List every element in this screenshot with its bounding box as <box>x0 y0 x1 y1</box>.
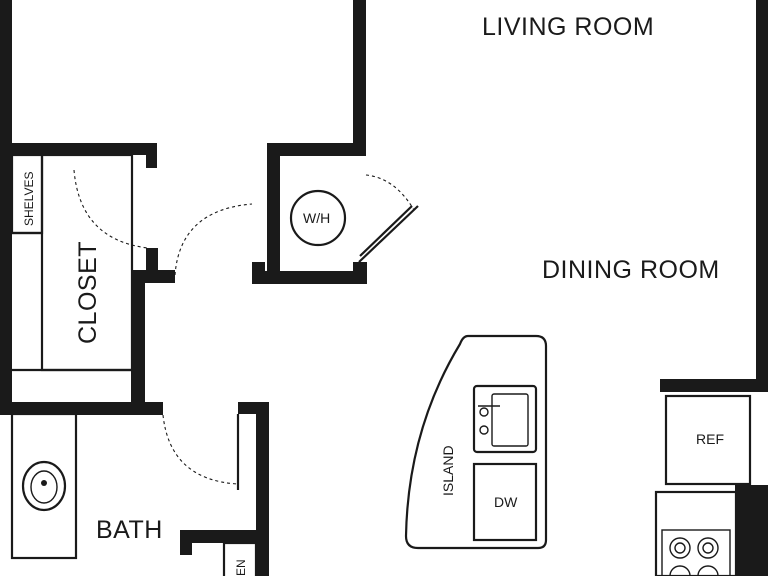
wall-wh-left <box>267 143 280 284</box>
wall-right-exterior <box>756 0 768 392</box>
wh-door-leaf-2 <box>359 205 413 257</box>
wall-closet-right <box>131 270 145 410</box>
closet-label: CLOSET <box>74 241 102 344</box>
bath-vanity <box>10 412 78 560</box>
refrigerator-label: REF <box>696 431 724 447</box>
wall-bath-right-vert <box>256 402 269 576</box>
water-heater-label: W/H <box>303 210 330 226</box>
wh-door-swing <box>365 174 415 211</box>
wall-bedroom-living <box>353 0 366 156</box>
wall-left-exterior <box>0 0 12 410</box>
wall-closet-top <box>0 143 157 155</box>
kitchen-island <box>404 334 548 550</box>
linen-closet <box>222 541 258 576</box>
interior-lines <box>10 153 419 560</box>
hall-door-swing <box>174 203 253 276</box>
wall-hall-stub-upper <box>146 248 158 283</box>
refrigerator-box <box>664 394 752 486</box>
wh-door-leaf <box>358 205 419 263</box>
closet-door-swing <box>73 169 149 249</box>
wall-bath-bottom-stub-end <box>180 530 192 555</box>
dining-room-label: DINING ROOM <box>542 256 720 284</box>
door-swings <box>73 169 415 485</box>
wall-wh-top <box>267 143 366 156</box>
island-sink-basin <box>491 393 529 447</box>
water-heater-circle <box>289 189 347 247</box>
island-outline <box>404 334 548 550</box>
range-cooktop <box>654 490 738 576</box>
island-sink <box>472 384 538 454</box>
bath-door-swing <box>162 414 239 485</box>
wall-kitchen-right <box>735 485 768 576</box>
wall-wh-stub-right <box>353 262 367 284</box>
wall-wh-stub <box>252 262 265 284</box>
island-label: ISLAND <box>440 445 456 496</box>
shelves-label: SHELVES <box>22 172 36 226</box>
bath-sink <box>21 460 67 512</box>
wall-closet-top-return <box>146 143 157 168</box>
wall-wh-bottom <box>252 271 367 284</box>
bath-label: BATH <box>96 516 163 544</box>
wall-kitchen-top <box>660 379 768 392</box>
dishwasher-label: DW <box>494 494 518 510</box>
living-room-label: LIVING ROOM <box>482 13 654 41</box>
linen-label: EN <box>234 559 248 576</box>
dishwasher-box <box>472 462 538 542</box>
wall-bath-top <box>0 402 163 415</box>
wall-bath-bottom-stub <box>180 530 256 543</box>
